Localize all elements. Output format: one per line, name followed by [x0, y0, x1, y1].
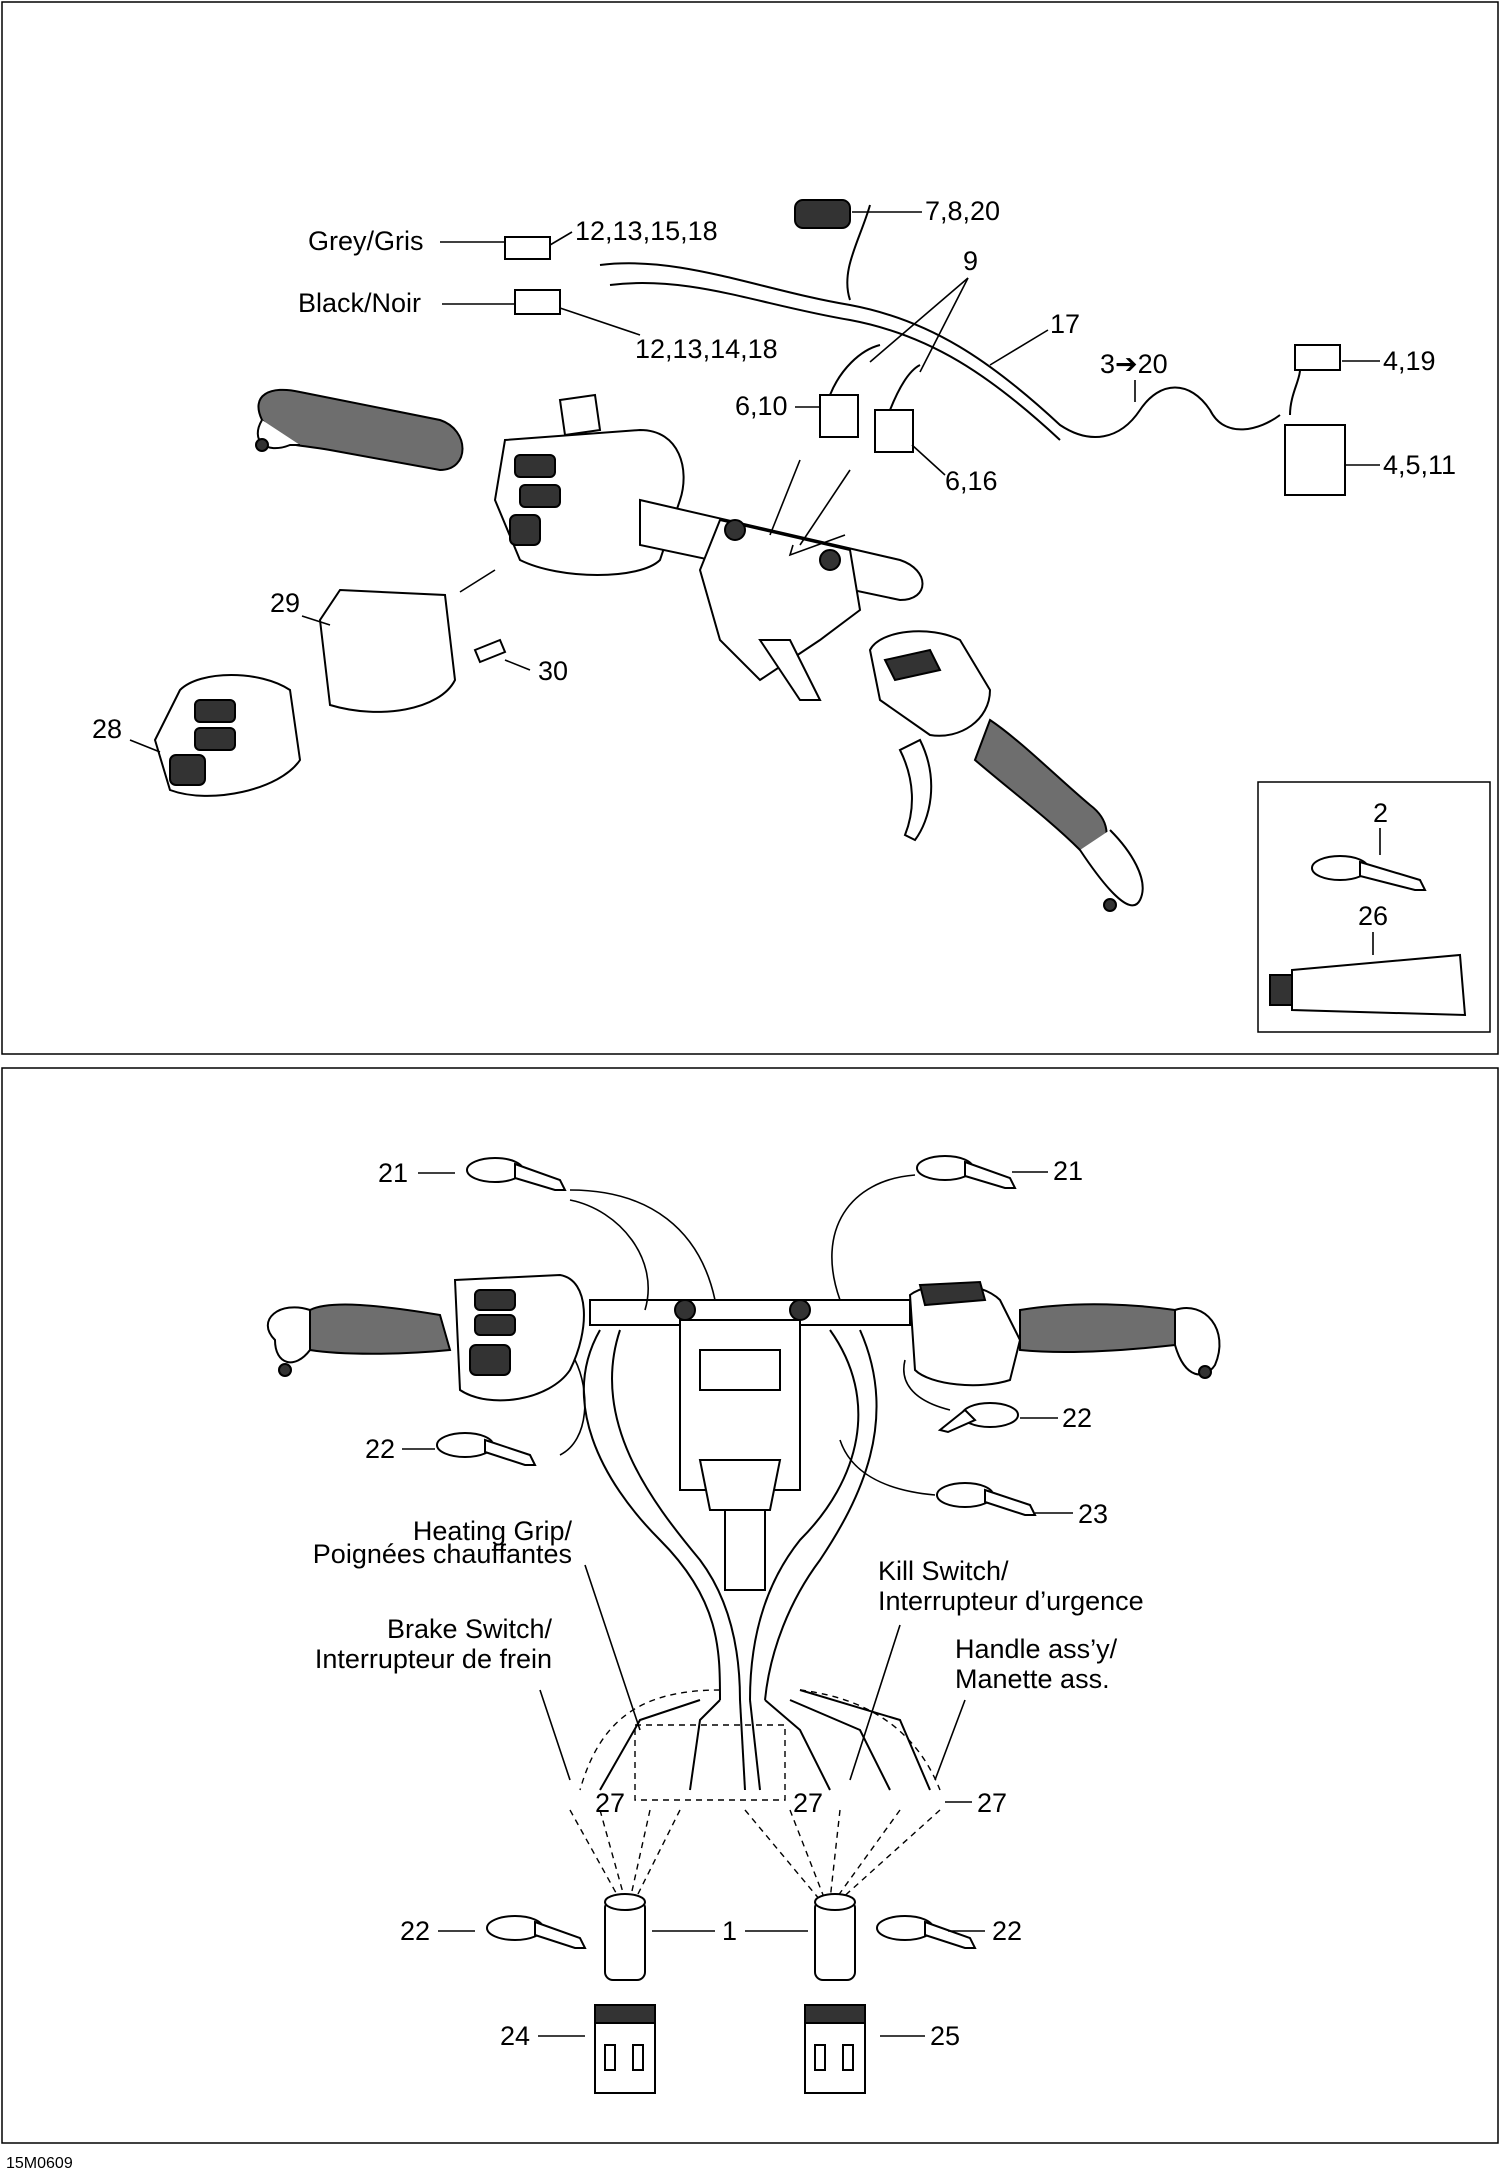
plug-b: [874, 409, 914, 453]
connector-a: [1294, 344, 1341, 371]
label-handle-assy-fr: Manette ass.: [955, 1664, 1110, 1694]
label-kill-switch-fr: Interrupteur d’urgence: [878, 1586, 1144, 1616]
label-plug-b: 6,16: [945, 466, 998, 496]
cable-tie-22-left-icon: [436, 1432, 537, 1466]
label-terminal-right: 27: [977, 1788, 1007, 1818]
label-tie-top-right: 21: [1053, 1156, 1083, 1186]
black-connector: [514, 289, 561, 315]
label-top-connector: 7,8,20: [925, 196, 1000, 226]
left-grip: [257, 388, 464, 472]
label-housing: 29: [270, 588, 300, 618]
label-inset-tube: 26: [1358, 901, 1388, 931]
label-inset-tie: 2: [1373, 798, 1388, 828]
housing-25: [804, 2004, 866, 2094]
label-brake-switch: Brake Switch/: [387, 1614, 553, 1644]
label-tie-top-left: 21: [378, 1158, 408, 1188]
label-range: 3➔20: [1100, 349, 1168, 379]
grey-connector: [504, 236, 551, 260]
cable-tie-22-bottom-left-icon: [486, 1915, 587, 1949]
inset-frame: [1257, 781, 1491, 1033]
label-screw: 30: [538, 656, 568, 686]
label-handle-assy: Handle ass’y/: [955, 1634, 1118, 1664]
housing-24: [594, 2004, 656, 2094]
cable-tie-22-right-icon: [937, 1402, 1019, 1434]
arrow-29: [459, 569, 496, 593]
bottom-right-grip: [1019, 1303, 1176, 1354]
housing-29: [318, 588, 457, 713]
cable-tie-21-left-icon: [466, 1157, 567, 1191]
label-brake-switch-fr: Interrupteur de frein: [315, 1644, 552, 1674]
sleeve-right: [814, 1899, 856, 1981]
bottom-wire-right: [749, 1329, 860, 1701]
cable-tie-22-bottom-right-icon: [876, 1915, 977, 1949]
label-heating-grip: Heating Grip/: [413, 1516, 573, 1546]
label-clip: 9: [963, 246, 978, 276]
label-terminal-mid: 27: [793, 1788, 823, 1818]
label-kill-switch: Kill Switch/: [878, 1556, 1009, 1586]
label-tie-center: 23: [1078, 1499, 1108, 1529]
label-connector-a: 4,19: [1383, 346, 1436, 376]
label-tie-bottom-left: 22: [400, 1916, 430, 1946]
screw-30: [473, 638, 507, 664]
label-module: 4,5,11: [1383, 450, 1456, 480]
label-switch-cover: 28: [92, 714, 122, 744]
label-tie-left: 22: [365, 1434, 395, 1464]
bottom-handlebar-assembly: [267, 1273, 1221, 1591]
label-heating-grip-fr: Poignées chauffantes: [313, 1539, 572, 1569]
throttle-lever: [898, 738, 933, 842]
label-terminal-left: 27: [595, 1788, 625, 1818]
label-tie-right: 22: [1062, 1403, 1092, 1433]
label-black-parts: 12,13,14,18: [635, 334, 778, 364]
label-housing-right: 25: [930, 2021, 960, 2051]
plug-a: [819, 394, 859, 438]
top-wire-harness: [599, 262, 1281, 438]
top-panel-frame: [1, 1, 1499, 1055]
top-handlebar-assembly: [255, 388, 1144, 912]
bottom-panel-frame: [1, 1067, 1499, 2144]
compound-tube-icon: [1269, 953, 1467, 1017]
cable-tie-21-right-icon: [916, 1155, 1017, 1189]
diagram-code: 15M0609: [6, 2155, 73, 2172]
label-housing-left: 24: [500, 2021, 530, 2051]
module-box: [1284, 424, 1346, 496]
cable-tie-23-icon: [936, 1482, 1037, 1516]
label-tie-bottom-right: 22: [992, 1916, 1022, 1946]
top-connector: [794, 199, 851, 229]
right-grip: [973, 718, 1108, 851]
sleeve-left: [604, 1899, 646, 1981]
label-grey-parts: 12,13,15,18: [575, 216, 718, 246]
label-sleeve: 1: [722, 1916, 737, 1946]
bottom-left-grip: [309, 1303, 452, 1355]
label-black-connector: Black/Noir: [298, 288, 421, 318]
terminal-group-box: [634, 1724, 786, 1801]
label-grey-connector: Grey/Gris: [308, 226, 424, 256]
cable-tie-icon: [1311, 855, 1427, 891]
right-switch-housing: [868, 630, 992, 737]
label-harness: 17: [1050, 309, 1080, 339]
label-plug-a: 6,10: [735, 391, 788, 421]
